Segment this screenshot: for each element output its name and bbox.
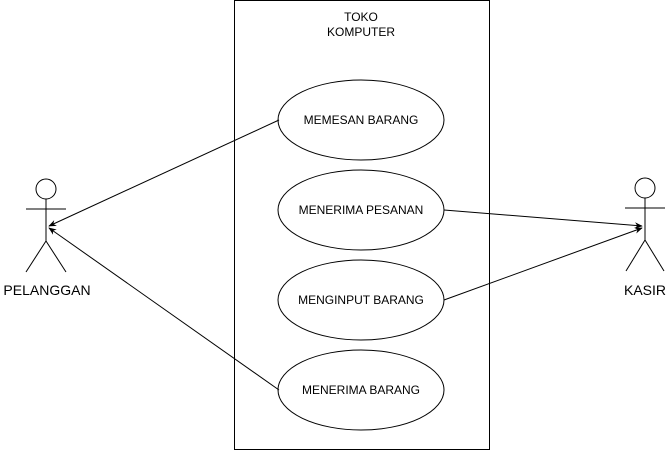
system-boundary: [234, 0, 490, 450]
association-menerima-pesanan-to-kasir: [443, 209, 643, 229]
actor-head: [35, 178, 57, 200]
use-case-menerima-barang[interactable]: MENERIMA BARANG: [277, 349, 445, 431]
actor-name: KASIR: [624, 282, 666, 298]
actor-kasir[interactable]: KASIR: [624, 177, 666, 298]
actor-pelanggan[interactable]: PELANGGAN: [3, 178, 91, 298]
system-title-line1: TOKO: [344, 10, 378, 24]
association-menginput-to-kasir: [443, 227, 643, 301]
actor-leg-left: [25, 240, 47, 273]
use-case-label: MENERIMA BARANG: [302, 383, 420, 397]
actor-head: [634, 177, 656, 199]
system-title-line2: KOMPUTER: [327, 25, 395, 39]
use-case-menerima-pesanan[interactable]: MENERIMA PESANAN: [277, 169, 445, 251]
actor-name: PELANGGAN: [3, 282, 90, 298]
use-case-label: MENERIMA PESANAN: [299, 203, 424, 217]
actor-leg-right: [45, 240, 67, 273]
use-case-label: MEMESAN BARANG: [304, 113, 419, 127]
actor-leg-left: [625, 239, 646, 272]
use-case-label: MENGINPUT BARANG: [298, 293, 424, 307]
use-case-memesan-barang[interactable]: MEMESAN BARANG: [277, 79, 445, 161]
association-memesan-to-pelanggan: [48, 119, 280, 227]
actor-leg-right: [644, 239, 665, 272]
use-case-menginput-barang[interactable]: MENGINPUT BARANG: [277, 259, 445, 341]
association-menerima-barang-to-pelanggan: [48, 227, 280, 391]
